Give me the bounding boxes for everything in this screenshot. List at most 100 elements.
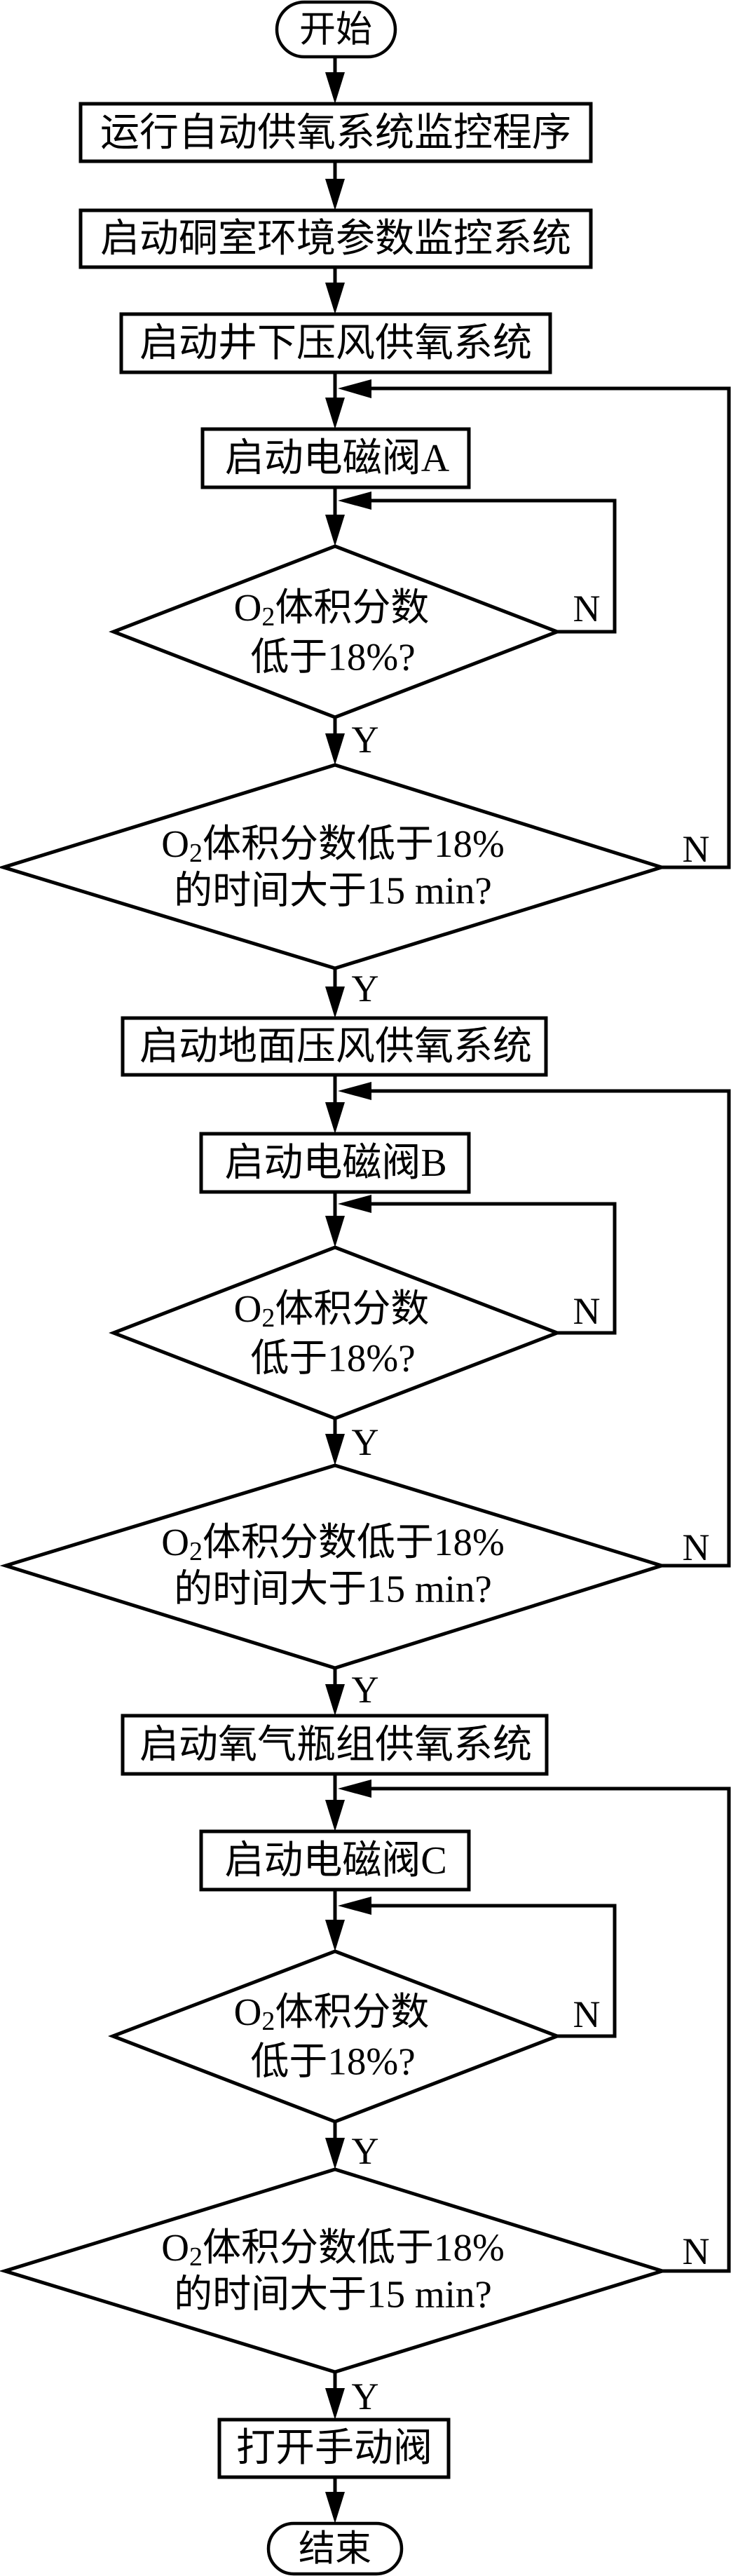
decision-line-2: 低于18%? (250, 636, 415, 679)
process-label: 启动地面压风供氧系统 (139, 1025, 532, 1069)
arrowhead-down-icon (325, 1920, 345, 1951)
process-start-system: 启动地面压风供氧系统 (121, 1016, 548, 1077)
arrowhead-down-icon (325, 2388, 345, 2420)
decision-text: 体积分数 (275, 586, 429, 629)
chem-symbol: O (234, 1991, 262, 2033)
decision-text: 体积分数低于18% (203, 1521, 505, 1564)
chem-subscript: 2 (189, 839, 203, 868)
process-start-valve: 启动电磁阀A (200, 427, 471, 489)
end-oval (266, 2521, 404, 2576)
arrowhead-down-icon (325, 179, 345, 210)
decision-text: 体积分数 (275, 1287, 429, 1330)
chem-symbol: O (234, 1287, 262, 1330)
decision-line-2: 的时间大于15 min? (174, 869, 492, 912)
branch-label-yes: Y (352, 1421, 379, 1463)
process-start-chamber-monitoring: 启动硐室环境参数监控系统 (78, 208, 593, 269)
arrow-start-to-step1 (325, 57, 345, 104)
chem-subscript: 2 (189, 1537, 203, 1566)
process-start-system: 启动氧气瓶组供氧系统 (121, 1714, 549, 1776)
decision-line-2: 低于18%? (250, 2040, 415, 2083)
arrowhead-left-icon (338, 1780, 371, 1798)
decision-line-1: O2体积分数低于18% (161, 822, 505, 869)
decision-line-1: O2体积分数低于18% (161, 2226, 505, 2272)
decision-line-1: O2体积分数 (234, 1991, 430, 2037)
decision-text: 体积分数低于18% (203, 2226, 505, 2269)
arrowhead-down-icon (325, 987, 345, 1018)
decision-line-2: 的时间大于15 min? (174, 1568, 492, 1611)
decision-line-1: O2体积分数 (234, 586, 430, 632)
decision-line-2: 的时间大于15 min? (174, 2273, 492, 2316)
process-box (78, 102, 593, 163)
process-box (217, 2418, 451, 2479)
chem-subscript: 2 (261, 1303, 275, 1333)
branch-label-no: N (573, 588, 601, 630)
loop-connector (364, 1787, 731, 2273)
decision-text: 体积分数低于18% (203, 822, 505, 865)
start-label: 开始 (299, 11, 372, 50)
branch-label-yes: Y (352, 2130, 379, 2172)
process-label: 启动电磁阀C (224, 1839, 446, 1883)
arrowhead-down-icon (325, 72, 345, 104)
arrowhead-down-icon (325, 1684, 345, 1716)
process-run-monitor-program: 运行自动供氧系统监控程序 (78, 102, 593, 163)
loop-no-duration-1: N (338, 379, 731, 870)
loop-connector (364, 1904, 617, 2038)
loop-no-level-1: N (338, 492, 617, 634)
decision-o2-duration: O2体积分数低于18% 的时间大于15 min? (0, 2167, 669, 2374)
section-underground-compressed-air: 启动井下压风供氧系统 启动电磁阀A O2体积分数 低于18%? N Y O2体积… (0, 312, 731, 1018)
end-label: 结束 (299, 2530, 371, 2570)
chem-symbol: O (161, 2226, 189, 2269)
chem-subscript: 2 (261, 602, 275, 632)
process-label: 启动氧气瓶组供氧系统 (139, 1723, 532, 1767)
arrowhead-left-icon (338, 1082, 371, 1100)
decision-diamond (109, 544, 562, 719)
decision-diamond (0, 2167, 669, 2374)
process-start-valve: 启动电磁阀C (199, 1829, 471, 1892)
arrowhead-down-icon (325, 283, 345, 314)
process-box (199, 1829, 471, 1892)
arrowhead-down-icon (325, 515, 345, 546)
process-label: 启动硐室环境参数监控系统 (100, 217, 571, 261)
decision-line-1: O2体积分数低于18% (161, 1521, 505, 1567)
process-label: 启动电磁阀B (224, 1141, 446, 1185)
loop-no-duration-2: N (338, 1082, 731, 1568)
process-box (119, 312, 552, 374)
branch-label-no: N (683, 2230, 710, 2272)
branch-label-yes: Y (352, 1669, 379, 1711)
process-box (121, 1016, 548, 1077)
branch-label-no: N (683, 1526, 710, 1568)
decision-diamond (0, 1463, 668, 1670)
process-label: 打开手动阀 (236, 2427, 432, 2470)
chem-symbol: O (161, 1521, 189, 1564)
arrowhead-down-icon (325, 1434, 345, 1465)
decision-text: 体积分数 (275, 1991, 429, 2033)
branch-label-yes: Y (352, 968, 379, 1010)
end-terminal: 结束 (266, 2521, 404, 2576)
arrowhead-down-icon (325, 1800, 345, 1831)
arrowhead-down-icon (325, 2138, 345, 2169)
process-label: 启动井下压风供氧系统 (139, 322, 532, 365)
chem-symbol: O (161, 822, 189, 865)
chem-subscript: 2 (261, 2007, 275, 2036)
branch-label-no: N (573, 1290, 601, 1332)
arrowhead-down-icon (325, 733, 345, 765)
decision-diamond (0, 763, 668, 970)
arrowhead-left-icon (338, 1897, 371, 1915)
branch-label-yes: Y (352, 719, 379, 761)
arrowhead-down-icon (325, 1102, 345, 1134)
process-start-system: 启动井下压风供氧系统 (119, 312, 552, 374)
loop-connector (364, 1202, 617, 1335)
branch-label-no: N (573, 1993, 601, 2035)
arrowhead-down-icon (325, 398, 345, 429)
arrowhead-left-icon (338, 1195, 371, 1213)
arrow-final-to-end (325, 2477, 345, 2523)
process-open-manual-valve: 打开手动阀 (217, 2418, 451, 2479)
decision-line-1: O2体积分数 (234, 1287, 430, 1334)
section-surface-compressed-air: 启动地面压风供氧系统 启动电磁阀B O2体积分数 低于18%? N Y O2体积… (0, 1016, 731, 1716)
arrow-step1-to-step2 (325, 161, 345, 210)
loop-connector (364, 499, 617, 634)
decision-o2-duration: O2体积分数低于18% 的时间大于15 min? (0, 1463, 668, 1670)
process-box (121, 1714, 549, 1776)
arrow-step2-to-section1 (325, 267, 345, 314)
chem-symbol: O (234, 586, 262, 629)
